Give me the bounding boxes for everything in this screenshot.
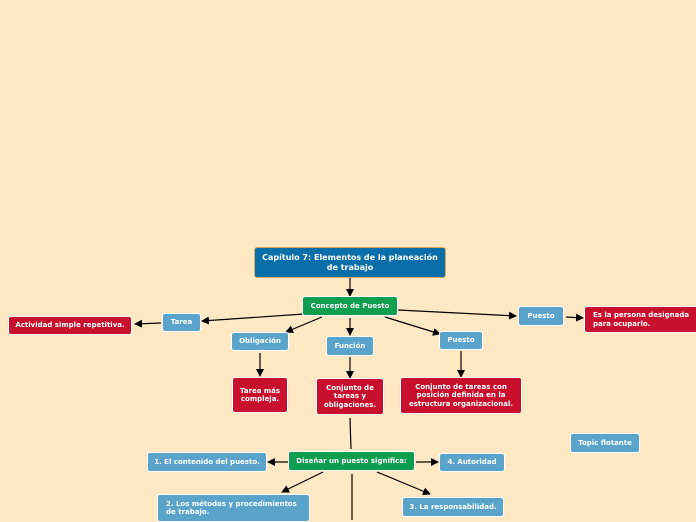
edge-concepto-obligacion [285, 316, 323, 333]
persona-node[interactable]: Es la persona designada para ocuparlo. [584, 306, 696, 333]
edge-concepto-puesto-mid [384, 316, 441, 336]
obligacion-node[interactable]: Obligación [231, 332, 289, 351]
tarea-node[interactable]: Tarea [162, 313, 201, 332]
edge-disenar-responsabilidad [376, 471, 431, 496]
topic-flotante-node[interactable]: Topic flotante [570, 433, 640, 453]
edge-conjunto-disenar [349, 417, 352, 450]
edge-concepto-puesto-right [397, 309, 517, 320]
puesto-mid-node[interactable]: Puesto [439, 331, 483, 350]
tarea-compleja-node[interactable]: Tarea más compleja. [232, 377, 288, 413]
edge-concepto-tarea [201, 313, 305, 325]
actividad-node[interactable]: Actividad simple repetitiva. [8, 316, 132, 335]
title-node[interactable]: Capítulo 7: Elementos de la planeación d… [254, 247, 446, 278]
metodos-node[interactable]: 2. Los métodos y procedimientos de traba… [157, 494, 310, 522]
concepto-node[interactable]: Concepto de Puesto [302, 296, 398, 316]
edge-tarea-actividad [134, 319, 162, 328]
responsabilidad-node[interactable]: 3. La responsabilidad. [402, 497, 504, 517]
autoridad-node[interactable]: 4. Autoridad [439, 453, 505, 472]
conjunto-posicion-node[interactable]: Conjunto de tareas con posición definida… [400, 377, 522, 414]
disenar-node[interactable]: Diseñar un puesto significa: [288, 451, 415, 471]
contenido-node[interactable]: 1. El contenido del puesto. [147, 452, 267, 472]
conjunto-obligaciones-node[interactable]: Conjunto de tareas y obligaciones. [316, 378, 384, 415]
edge-puesto-persona [565, 313, 584, 322]
puesto-right-node[interactable]: Puesto [518, 306, 564, 326]
edge-disenar-metodos [281, 471, 324, 493]
funcion-node[interactable]: Función [326, 336, 374, 356]
